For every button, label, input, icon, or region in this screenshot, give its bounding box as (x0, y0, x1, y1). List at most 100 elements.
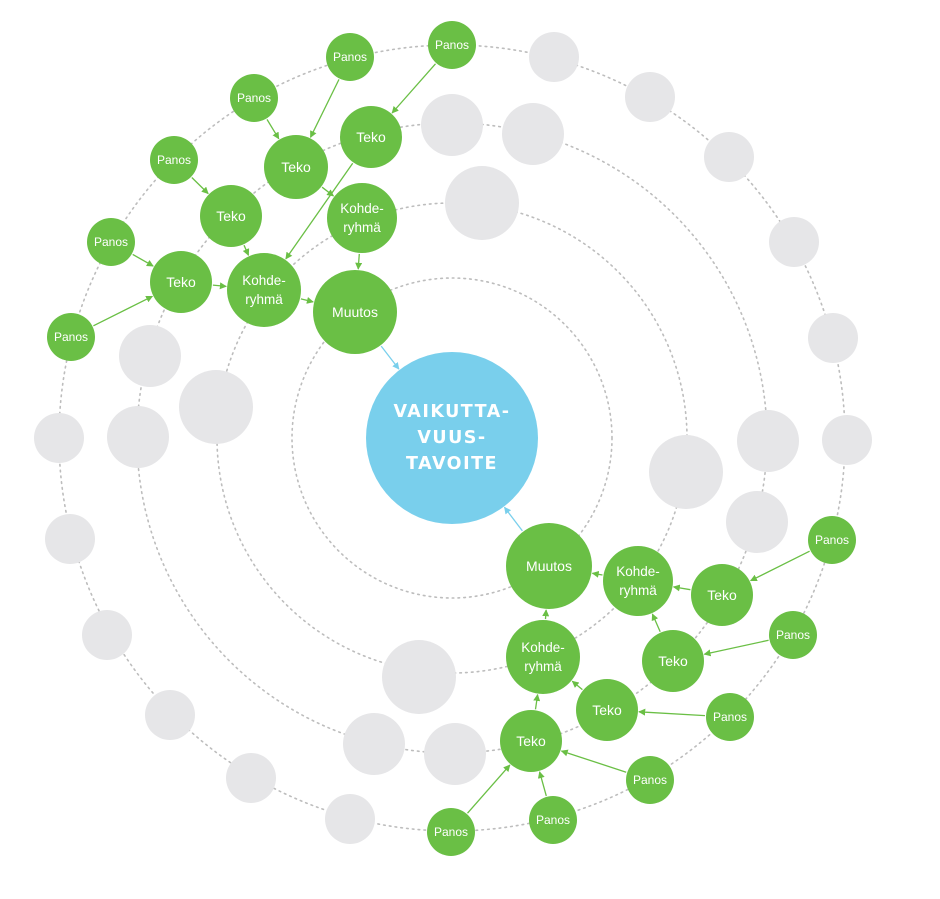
panos-label: Panos (434, 825, 468, 839)
teko-label: Teko (592, 702, 622, 718)
placeholder-circle (704, 132, 754, 182)
impact-goal-label: VUUS- (417, 428, 486, 448)
arrow-k4-to-m2 (591, 570, 603, 578)
panos-label: Panos (713, 710, 747, 724)
arrow-p5-to-t4 (132, 253, 154, 267)
arrow-t7-to-k4 (651, 613, 661, 632)
node-panos-p9: Panos (626, 756, 674, 804)
panos-circle (87, 218, 135, 266)
node-panos-p12: Panos (808, 516, 856, 564)
panos-label: Panos (633, 773, 667, 787)
arrow-p11-to-t7 (703, 639, 769, 657)
panos-circle (427, 808, 475, 856)
panos-circle (47, 313, 95, 361)
panos-label: Panos (815, 533, 849, 547)
placeholder-circle (424, 723, 486, 785)
node-panos-p3: Panos (428, 21, 476, 69)
teko-label: Teko (658, 653, 688, 669)
panos-label: Panos (435, 38, 469, 52)
node-teko-t8: Teko (691, 564, 753, 626)
node-panos-p1: Panos (230, 74, 278, 122)
kohderyhma-label: Kohde- (616, 564, 660, 579)
arrow-p1-to-t1 (266, 119, 280, 140)
panos-circle (626, 756, 674, 804)
placeholder-circle (445, 166, 519, 240)
node-kohderyhma-k4: Kohde-ryhmä (603, 546, 673, 616)
teko-label: Teko (216, 208, 246, 224)
placeholder-circle (502, 103, 564, 165)
node-teko-t3: Teko (200, 185, 262, 247)
node-panos-p7: Panos (427, 808, 475, 856)
arrow-p10-to-t6 (638, 708, 706, 717)
kohderyhma-label: ryhmä (245, 292, 283, 307)
placeholder-circle (45, 514, 95, 564)
placeholder-circle (808, 313, 858, 363)
placeholder-circle (34, 413, 84, 463)
placeholder-circle (737, 410, 799, 472)
panos-label: Panos (776, 628, 810, 642)
placeholder-circle (529, 32, 579, 82)
node-center-c: VAIKUTTA-VUUS-TAVOITE (366, 352, 538, 524)
kohderyhma-label: ryhmä (343, 220, 381, 235)
placeholder-circle (119, 325, 181, 387)
impact-goal-circle (366, 352, 538, 524)
panos-circle (769, 611, 817, 659)
arrow-t3-to-k2 (242, 244, 250, 256)
kohderyhma-label: Kohde- (340, 201, 384, 216)
arrow-p2-to-t1 (309, 79, 340, 139)
arrow-p7-to-t5 (467, 764, 511, 814)
node-panos-p10: Panos (706, 693, 754, 741)
teko-label: Teko (707, 587, 737, 603)
arrow-p4-to-t3 (191, 177, 209, 195)
arrow-k1-to-m1 (355, 253, 363, 270)
panos-label: Panos (157, 153, 191, 167)
node-muutos-m1: Muutos (313, 270, 397, 354)
panos-circle (808, 516, 856, 564)
teko-label: Teko (516, 733, 546, 749)
kohderyhma-label: Kohde- (242, 273, 286, 288)
arrow-p9-to-t5 (560, 749, 627, 773)
node-muutos-m2: Muutos (506, 523, 592, 609)
kohderyhma-label: Kohde- (521, 640, 565, 655)
teko-circle (691, 564, 753, 626)
teko-circle (200, 185, 262, 247)
arrow-p3-to-t2 (391, 63, 436, 114)
placeholder-circle (107, 406, 169, 468)
muutos-label: Muutos (526, 558, 572, 574)
arrow-p8-to-t5 (537, 771, 547, 797)
arrow-m1-to-c (380, 345, 400, 370)
arrow-t2-to-k2 (285, 162, 354, 260)
teko-circle (642, 630, 704, 692)
node-teko-t1: Teko (264, 135, 328, 199)
node-panos-p2: Panos (326, 33, 374, 81)
node-panos-p8: Panos (529, 796, 577, 844)
node-teko-t6: Teko (576, 679, 638, 741)
placeholder-circle (382, 640, 456, 714)
teko-circle (340, 106, 402, 168)
panos-label: Panos (333, 50, 367, 64)
placeholder-circle (769, 217, 819, 267)
panos-circle (230, 74, 278, 122)
arrow-t6-to-k3 (571, 680, 583, 691)
teko-circle (150, 251, 212, 313)
panos-circle (326, 33, 374, 81)
placeholder-circles (34, 32, 872, 844)
teko-label: Teko (166, 274, 196, 290)
node-panos-p5: Panos (87, 218, 135, 266)
placeholder-circle (145, 690, 195, 740)
teko-label: Teko (356, 129, 386, 145)
teko-circle (576, 679, 638, 741)
node-kohderyhma-k2: Kohde-ryhmä (227, 253, 301, 327)
panos-label: Panos (54, 330, 88, 344)
panos-label: Panos (536, 813, 570, 827)
teko-circle (500, 710, 562, 772)
impact-goal-label: TAVOITE (406, 454, 498, 474)
placeholder-circle (179, 370, 253, 444)
arrow-t1-to-k1 (321, 186, 335, 197)
panos-circle (706, 693, 754, 741)
kohderyhma-label: ryhmä (524, 659, 562, 674)
placeholder-circle (726, 491, 788, 553)
node-teko-t2: Teko (340, 106, 402, 168)
node-kohderyhma-k3: Kohde-ryhmä (506, 620, 580, 694)
arrow-k2-to-m1 (300, 297, 314, 304)
